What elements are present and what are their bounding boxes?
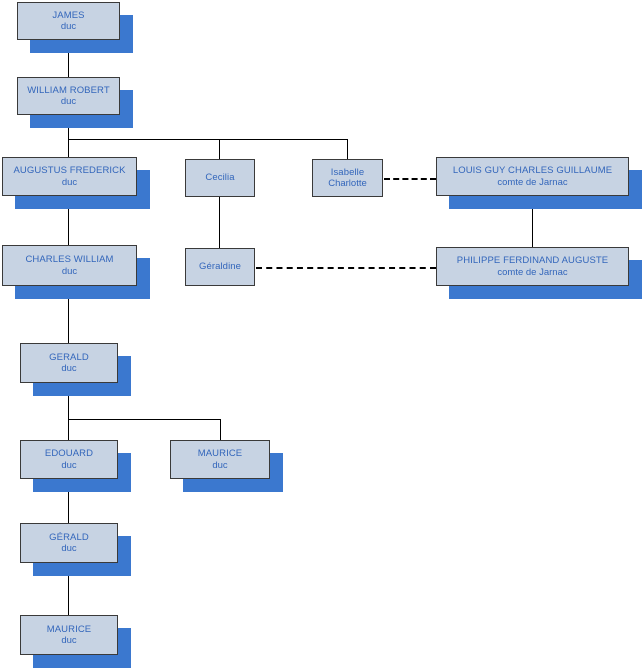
node-geraldine[interactable]: Géraldine — [185, 248, 255, 286]
node-title: LOUIS GUY CHARLES GUILLAUME — [452, 165, 613, 177]
node-subtitle: duc — [61, 459, 77, 471]
connector-gerald-down — [68, 383, 69, 419]
node-title: WILLIAM ROBERT — [27, 84, 110, 96]
node-philippe-ferdinand-auguste[interactable]: PHILIPPE FERDINAND AUGUSTE comte de Jarn… — [436, 247, 629, 286]
node-maurice-2[interactable]: MAURICE duc — [20, 615, 118, 655]
node-title: MAURICE — [46, 623, 92, 635]
connector-bus-to-maurice — [220, 419, 221, 440]
node-louis-guy-charles-guillaume[interactable]: LOUIS GUY CHARLES GUILLAUME comte de Jar… — [436, 157, 629, 196]
node-isabelle-charlotte[interactable]: Isabelle Charlotte — [312, 159, 383, 197]
node-subtitle: Charlotte — [328, 178, 367, 189]
node-gerald-1[interactable]: GERALD duc — [20, 343, 118, 383]
node-title: MAURICE — [197, 448, 243, 460]
node-title: GERALD — [49, 351, 89, 363]
node-subtitle: comte de Jarnac — [497, 176, 568, 188]
connector-augustus-to-charles — [68, 196, 69, 245]
node-gerald-2[interactable]: GÉRALD duc — [20, 523, 118, 563]
connector-bus-to-augustus — [68, 139, 69, 157]
node-subtitle: duc — [60, 96, 77, 107]
node-title: Isabelle — [330, 166, 365, 178]
node-maurice-1[interactable]: MAURICE duc — [170, 440, 270, 479]
node-subtitle: duc — [61, 363, 77, 374]
node-title: GÉRALD — [49, 531, 89, 543]
connector-charles-to-gerald — [68, 286, 69, 343]
node-subtitle: duc — [61, 543, 77, 554]
node-james[interactable]: JAMES duc — [17, 2, 120, 40]
connector-bus-to-isabelle — [347, 139, 348, 159]
node-title: JAMES — [52, 9, 85, 21]
node-william-robert[interactable]: WILLIAM ROBERT duc — [17, 77, 120, 115]
node-subtitle: duc — [212, 459, 228, 471]
connector-sibling-bus-row6 — [68, 419, 221, 420]
connector-james-to-william — [68, 40, 69, 77]
connector-sibling-bus-row3 — [68, 139, 348, 140]
node-subtitle: duc — [61, 176, 78, 188]
node-cecilia[interactable]: Cecilia — [185, 159, 255, 197]
node-title: Cecilia — [205, 172, 235, 184]
node-augustus-frederick[interactable]: AUGUSTUS FREDERICK duc — [2, 157, 137, 196]
connector-louis-to-philippe — [532, 196, 533, 247]
node-edouard[interactable]: EDOUARD duc — [20, 440, 118, 479]
connector-edouard-to-gerald2 — [68, 479, 69, 523]
node-subtitle: duc — [61, 635, 77, 646]
node-title: PHILIPPE FERDINAND AUGUSTE — [456, 255, 609, 267]
node-title: Géraldine — [198, 261, 242, 273]
node-subtitle: duc — [60, 21, 77, 32]
connector-bus-to-cecilia — [219, 139, 220, 159]
marriage-link-geraldine-philippe — [256, 267, 436, 269]
connector-gerald2-to-maurice2 — [68, 563, 69, 615]
node-title: AUGUSTUS FREDERICK — [13, 165, 126, 177]
connector-bus-to-edouard — [68, 419, 69, 440]
node-title: EDOUARD — [44, 448, 94, 460]
node-charles-william[interactable]: CHARLES WILLIAM duc — [2, 245, 137, 286]
marriage-link-isabelle-louis — [384, 178, 436, 180]
node-subtitle: duc — [61, 265, 78, 277]
connector-cecilia-to-geraldine — [219, 197, 220, 248]
node-subtitle: comte de Jarnac — [497, 266, 568, 278]
node-title: CHARLES WILLIAM — [25, 254, 114, 266]
